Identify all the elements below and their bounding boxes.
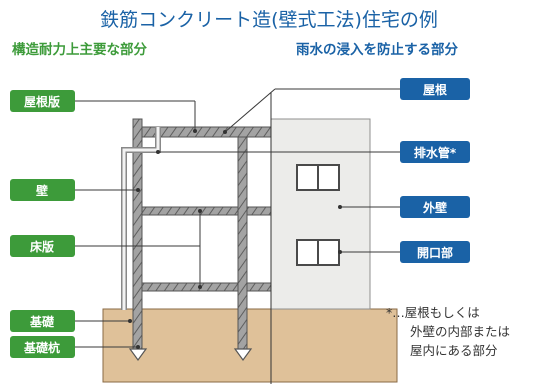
diagram-title: 鉄筋コンクリート造(壁式工法)住宅の例 [100,9,438,31]
note-line-3: 屋内にある部分 [410,343,498,358]
svg-text:床版: 床版 [30,239,54,254]
label-drain-pipe: 排水管* [400,141,470,163]
roof-slab [132,126,272,138]
svg-text:屋根版: 屋根版 [24,94,60,109]
label-roof-slab: 屋根版 [10,90,75,112]
svg-text:外壁: 外壁 [423,200,447,215]
second-floor-slab [139,206,272,216]
label-roof: 屋根 [400,78,470,100]
right-leaders [156,88,400,254]
left-wall [132,118,143,350]
svg-text:開口部: 開口部 [417,245,453,260]
exterior-wall-panel [270,118,371,310]
label-opening: 開口部 [400,241,470,263]
svg-text:屋根: 屋根 [423,82,447,97]
svg-text:基礎: 基礎 [29,314,55,329]
label-foundation-pile: 基礎杭 [10,336,75,358]
waterproof-heading: 雨水の浸入を防止する部分 [296,41,458,58]
svg-text:基礎杭: 基礎杭 [23,340,60,355]
upper-window [296,164,340,191]
note-line-1: *…屋根もしくは [386,305,480,320]
note-line-2: 外壁の内部または [410,324,510,339]
svg-text:排水管*: 排水管* [414,145,457,160]
right-wall [237,136,248,350]
label-exterior-wall: 外壁 [400,196,470,218]
first-floor-slab [139,282,272,292]
svg-text:壁: 壁 [36,183,48,198]
right-pile-arrow [233,348,253,362]
label-wall: 壁 [10,179,75,201]
structural-heading: 構造耐力上主要な部分 [12,41,147,58]
lower-window [296,239,340,266]
label-foundation: 基礎 [10,310,75,332]
left-leaders [75,100,202,349]
ground [102,308,398,383]
label-floor-slab: 床版 [10,235,75,257]
